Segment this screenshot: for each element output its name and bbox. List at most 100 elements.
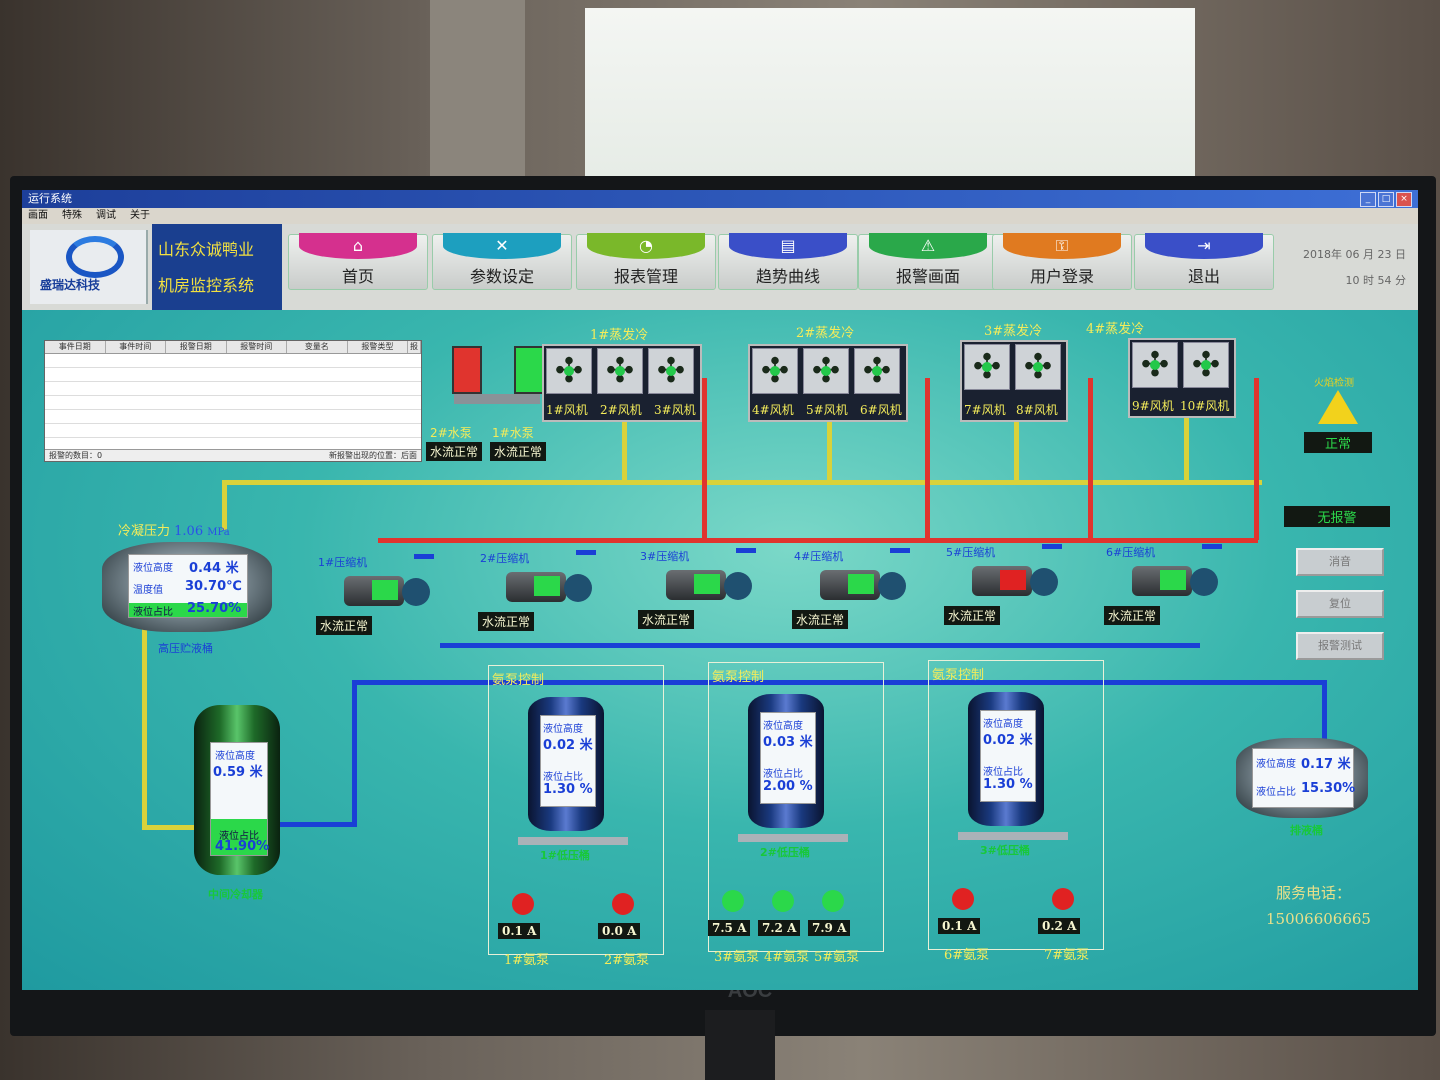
menu-item-screen[interactable]: 画面 — [28, 210, 48, 221]
window-title: 运行系统 — [28, 192, 72, 205]
level-label: 液位高度 — [543, 724, 583, 735]
event-table-column-header[interactable]: 报警日期 — [166, 341, 227, 353]
ammonia-pump-6#氨泵[interactable] — [952, 888, 974, 910]
low-pressure-tank-name: 1#低压桶 — [540, 849, 590, 862]
ammonia-pump-1#氨泵[interactable] — [512, 893, 534, 915]
ammonia-pump-current: 0.2 A — [1038, 918, 1081, 934]
event-table-column-header[interactable]: 报 — [408, 341, 421, 353]
temp-value: 30.70℃ — [185, 579, 242, 594]
ammonia-pump-5#氨泵[interactable] — [822, 890, 844, 912]
logo-ring-icon — [66, 236, 124, 278]
gas-riser-4 — [1254, 378, 1259, 540]
water-pump-1[interactable] — [514, 346, 544, 394]
nav-button-4[interactable]: ⚠ 报警画面 — [858, 233, 998, 290]
condenser-pressure: 冷凝压力 1.06 MPa — [118, 520, 230, 539]
ratio-label: 液位占比 — [219, 831, 259, 842]
fan-icon — [854, 348, 900, 394]
ammonia-pump-7#氨泵[interactable] — [1052, 888, 1074, 910]
gas-riser-1 — [702, 378, 707, 540]
nav-button-label: 用户登录 — [1029, 267, 1094, 286]
level-fill — [211, 819, 267, 855]
nav-button-2[interactable]: ◔报表管理 — [576, 233, 716, 290]
water-riser-1 — [622, 374, 627, 480]
menu-item-debug[interactable]: 调试 — [96, 210, 116, 221]
ammonia-pump-4#氨泵[interactable] — [772, 890, 794, 912]
header-bar: 盛瑞达科技 山东众诚鸭业 机房监控系统 ⌂首页✕参数设定◔报表管理▤趋势曲线 ⚠ 报… — [22, 224, 1418, 310]
level-label: 液位高度 — [133, 563, 173, 574]
gauge-icon: ◔ — [639, 236, 653, 255]
compressor-5[interactable] — [972, 556, 1062, 602]
evaporator-3: 7#风机 8#风机 — [960, 340, 1068, 422]
nav-button-1[interactable]: ✕参数设定 — [432, 233, 572, 290]
compressor-4[interactable] — [820, 560, 910, 606]
nav-button-3[interactable]: ▤趋势曲线 — [718, 233, 858, 290]
fan-label: 3#风机 — [654, 403, 696, 417]
water-pump-1-status: 水流正常 — [490, 442, 547, 461]
water-riser-4 — [1184, 418, 1189, 480]
compressor-1[interactable] — [344, 566, 434, 612]
background-door — [430, 0, 525, 180]
ammonia-pump-2#氨泵[interactable] — [612, 893, 634, 915]
compressor-state-indicator — [534, 576, 560, 596]
menu-item-about[interactable]: 关于 — [130, 210, 150, 221]
compressor-motor — [564, 574, 592, 602]
compressor-3-name: 3#压缩机 — [640, 550, 690, 563]
liquid-pipe-yellow-bottom — [142, 825, 212, 830]
compressor-6[interactable] — [1132, 556, 1222, 602]
maximize-button[interactable]: □ — [1378, 192, 1394, 207]
close-button[interactable]: × — [1396, 192, 1412, 207]
level-label: 液位高度 — [983, 719, 1023, 730]
datetime: 2018年 06 月 23 日 10 时 54 分 — [1303, 242, 1406, 294]
compressor-motor — [1030, 568, 1058, 596]
ratio-label: 液位占比 — [133, 607, 173, 618]
nav-button-5[interactable]: ⚿ 用户登录 — [992, 233, 1132, 290]
key-icon: ⚿ — [1055, 236, 1069, 255]
ratio-value: 25.70% — [187, 601, 242, 616]
level-value: 0.59 米 — [213, 765, 263, 780]
event-table[interactable]: 事件日期事件时间报警日期报警时间变量名报警类型报 报警的数目：0 新报警出现的位… — [44, 340, 422, 462]
alarm-icon: ⚠ — [920, 236, 936, 255]
window-titlebar: 运行系统 _ □ × — [22, 190, 1418, 208]
high-pressure-receiver-panel: 液位高度 0.44 米 温度值 30.70℃ 液位占比 25.70% — [128, 554, 248, 618]
nav-button-label: 报警画面 — [895, 267, 960, 286]
reset-button[interactable]: 复位 — [1296, 590, 1384, 618]
ammonia-pump-name: 7#氨泵 — [1044, 948, 1090, 963]
compressor-2[interactable] — [506, 562, 596, 608]
compressor-3[interactable] — [666, 560, 756, 606]
condenser-pressure-unit: MPa — [207, 527, 230, 538]
nav-button-0[interactable]: ⌂首页 — [288, 233, 428, 290]
event-table-rows — [45, 354, 421, 438]
event-table-column-header[interactable]: 变量名 — [287, 341, 348, 353]
compressor-state-indicator — [372, 580, 398, 600]
ratio-label: 液位占比 — [1256, 787, 1296, 798]
water-pump-2[interactable] — [452, 346, 482, 394]
fan-icon — [1183, 342, 1229, 388]
ammonia-control-title: 氨泵控制 — [712, 670, 765, 685]
event-table-column-header[interactable]: 报警类型 — [348, 341, 409, 353]
evaporator-3-title: 3#蒸发冷 — [984, 324, 1043, 339]
menu-item-special[interactable]: 特殊 — [62, 210, 82, 221]
mute-button[interactable]: 消音 — [1296, 548, 1384, 576]
evaporator-4-title: 4#蒸发冷 — [1086, 322, 1145, 337]
ammonia-pump-current: 0.0 A — [598, 923, 641, 939]
gas-pipe-red — [378, 538, 1258, 543]
event-table-column-header[interactable]: 事件时间 — [106, 341, 167, 353]
company-logo: 盛瑞达科技 — [30, 230, 148, 304]
fan-icon — [546, 348, 592, 394]
ammonia-pump-name: 1#氨泵 — [504, 953, 550, 968]
event-table-column-header[interactable]: 事件日期 — [45, 341, 106, 353]
alarm-count: 报警的数目：0 — [49, 451, 103, 460]
compressor-state-indicator — [1160, 570, 1186, 590]
chart-icon: ▤ — [780, 236, 796, 255]
compressor-4-status: 水流正常 — [792, 610, 849, 629]
alarm-test-button[interactable]: 报警测试 — [1296, 632, 1384, 660]
ammonia-pump-current: 7.2 A — [758, 920, 801, 936]
nav-button-6[interactable]: ⇥退出 — [1134, 233, 1274, 290]
event-table-column-header[interactable]: 报警时间 — [227, 341, 288, 353]
company-name-block: 山东众诚鸭业 机房监控系统 — [152, 224, 282, 310]
minimize-button[interactable]: _ — [1360, 192, 1376, 207]
intercooler-name: 中间冷却器 — [208, 888, 263, 901]
ammonia-pump-3#氨泵[interactable] — [722, 890, 744, 912]
water-pipe-yellow — [222, 480, 1262, 485]
